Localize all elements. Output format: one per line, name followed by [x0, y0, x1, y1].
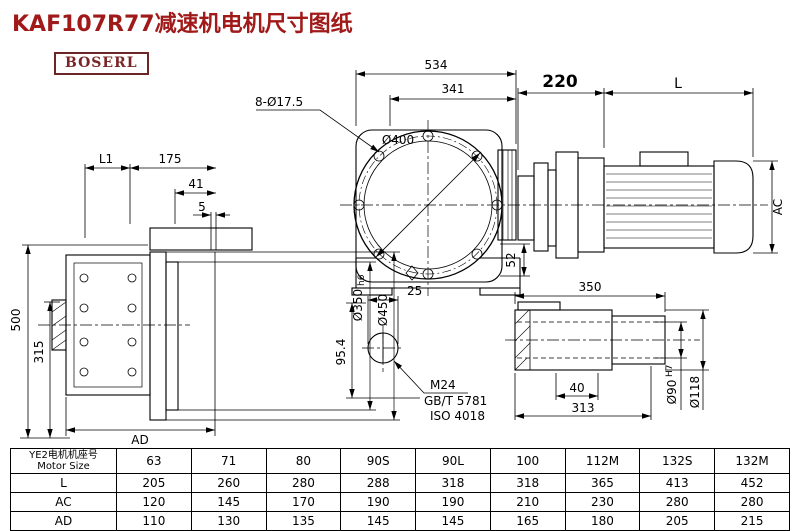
front-view — [340, 120, 768, 296]
dim-52: 52 — [504, 252, 518, 267]
dim-313: 313 — [572, 401, 595, 415]
table-cell: 120 — [116, 492, 192, 512]
dim-L: L — [674, 76, 682, 92]
shaft-section-view — [346, 296, 468, 399]
dim-d450: Ø450 — [376, 294, 390, 326]
fan-cover — [713, 160, 754, 254]
table-cell: 280 — [265, 473, 342, 493]
dim-25: 25 — [407, 284, 422, 298]
table-cell: 145 — [340, 511, 417, 531]
flange-plate — [149, 251, 167, 421]
dim-95-4: 95.4 — [334, 339, 348, 366]
table-cell: 165 — [489, 511, 566, 531]
size-col-header: 112M — [564, 448, 641, 474]
key — [517, 301, 561, 311]
side-view — [38, 212, 253, 421]
dim-ad: AD — [131, 433, 148, 446]
table-cell: 205 — [116, 473, 192, 493]
dim-ac: AC — [771, 199, 785, 215]
table-cell: 130 — [190, 511, 267, 531]
table-row-AC: AC 120 145 170 190 190 210 230 280 280 — [10, 492, 790, 512]
dim-d90: Ø90 — [665, 380, 679, 405]
table-cell: 210 — [489, 492, 566, 512]
table-cell: 413 — [639, 473, 716, 493]
table-cell: 365 — [564, 473, 641, 493]
dim-5: 5 — [198, 200, 206, 214]
table-cell: 280 — [639, 492, 716, 512]
size-col-header: 90S — [340, 448, 417, 474]
shaft-side-view — [505, 292, 709, 420]
dimension-drawing: L1 175 41 5 500 315 Ø350 h6 Ø450 AD — [9, 58, 785, 446]
table-header-row: YE2电机机座号 Motor Size 63 71 80 90S 90L 100… — [10, 448, 790, 474]
table-row-AD: AD 110 130 135 145 145 165 180 205 215 — [10, 511, 790, 531]
front-view-dimensions — [256, 70, 778, 277]
dim-175: 175 — [159, 152, 182, 166]
row-label: L — [10, 473, 117, 493]
table-cell: 318 — [489, 473, 566, 493]
datum-diamond — [405, 265, 419, 281]
table-row-L: L 205 260 280 288 318 318 365 413 452 — [10, 473, 790, 493]
table-cell: 318 — [415, 473, 491, 493]
page-title: KAF107R77减速机电机尺寸图纸 — [12, 12, 353, 37]
dim-40: 40 — [569, 381, 584, 395]
header-cn: YE2电机机座号 — [29, 450, 98, 461]
size-col-header: 63 — [116, 448, 192, 474]
dim-l1: L1 — [99, 152, 113, 166]
row-label: AC — [10, 492, 117, 512]
table-cell: 288 — [340, 473, 417, 493]
label-iso-4018: ISO 4018 — [430, 409, 485, 423]
brand-logo: BOSERL — [54, 52, 149, 75]
cooling-fins — [497, 149, 517, 241]
label-m24: M24 — [430, 378, 456, 392]
dim-350: 350 — [579, 280, 602, 294]
flange-spigot — [165, 261, 179, 411]
table-cell: 452 — [714, 473, 790, 493]
header-en: Motor Size — [37, 461, 90, 472]
motor-size-column-header: YE2电机机座号 Motor Size — [10, 448, 117, 474]
dim-d350-fit: h6 — [357, 274, 367, 286]
dim-220: 220 — [542, 72, 578, 92]
size-col-header: 71 — [190, 448, 267, 474]
size-col-header: 132M — [714, 448, 790, 474]
table-cell: 215 — [714, 511, 790, 531]
table-cell: 170 — [265, 492, 342, 512]
motor-size-table: YE2电机机座号 Motor Size 63 71 80 90S 90L 100… — [10, 448, 790, 531]
table-cell: 110 — [116, 511, 192, 531]
table-cell: 180 — [564, 511, 641, 531]
table-cell: 260 — [190, 473, 267, 493]
table-cell: 190 — [415, 492, 491, 512]
dim-d90-fit: H7 — [665, 365, 675, 378]
motor-body — [603, 165, 715, 249]
shaft-section-labels: 25 95.4 M24 GB/T 5781 ISO 4018 — [334, 284, 487, 423]
label-gbt-5781: GB/T 5781 — [424, 394, 487, 408]
dim-d400: Ø400 — [382, 133, 414, 147]
size-col-header: 90L — [415, 448, 491, 474]
side-view-dimensions — [20, 164, 400, 439]
table-cell: 280 — [714, 492, 790, 512]
row-label: AD — [10, 511, 117, 531]
size-col-header: 132S — [639, 448, 716, 474]
shaft-side-labels: 350 40 313 Ø90 H7 Ø118 — [569, 280, 702, 415]
front-view-labels: 534 341 8-Ø17.5 Ø400 220 L AC 52 — [255, 58, 785, 268]
table-cell: 145 — [415, 511, 491, 531]
table-cell: 135 — [265, 511, 342, 531]
dim-41: 41 — [188, 177, 203, 191]
size-col-header: 80 — [265, 448, 342, 474]
dim-534: 534 — [425, 58, 448, 72]
dim-500: 500 — [9, 309, 23, 332]
adapter-neck — [517, 175, 535, 241]
dim-bolt-holes: 8-Ø17.5 — [255, 95, 303, 109]
table-cell: 205 — [639, 511, 716, 531]
dim-341: 341 — [442, 82, 465, 96]
size-col-header: 100 — [489, 448, 566, 474]
dim-d118: Ø118 — [688, 376, 702, 408]
terminal-box — [639, 151, 689, 167]
dim-315: 315 — [32, 341, 46, 364]
table-cell: 145 — [190, 492, 267, 512]
top-bracket — [149, 227, 253, 251]
table-cell: 230 — [564, 492, 641, 512]
dim-d350: Ø350 — [351, 289, 365, 321]
table-cell: 190 — [340, 492, 417, 512]
